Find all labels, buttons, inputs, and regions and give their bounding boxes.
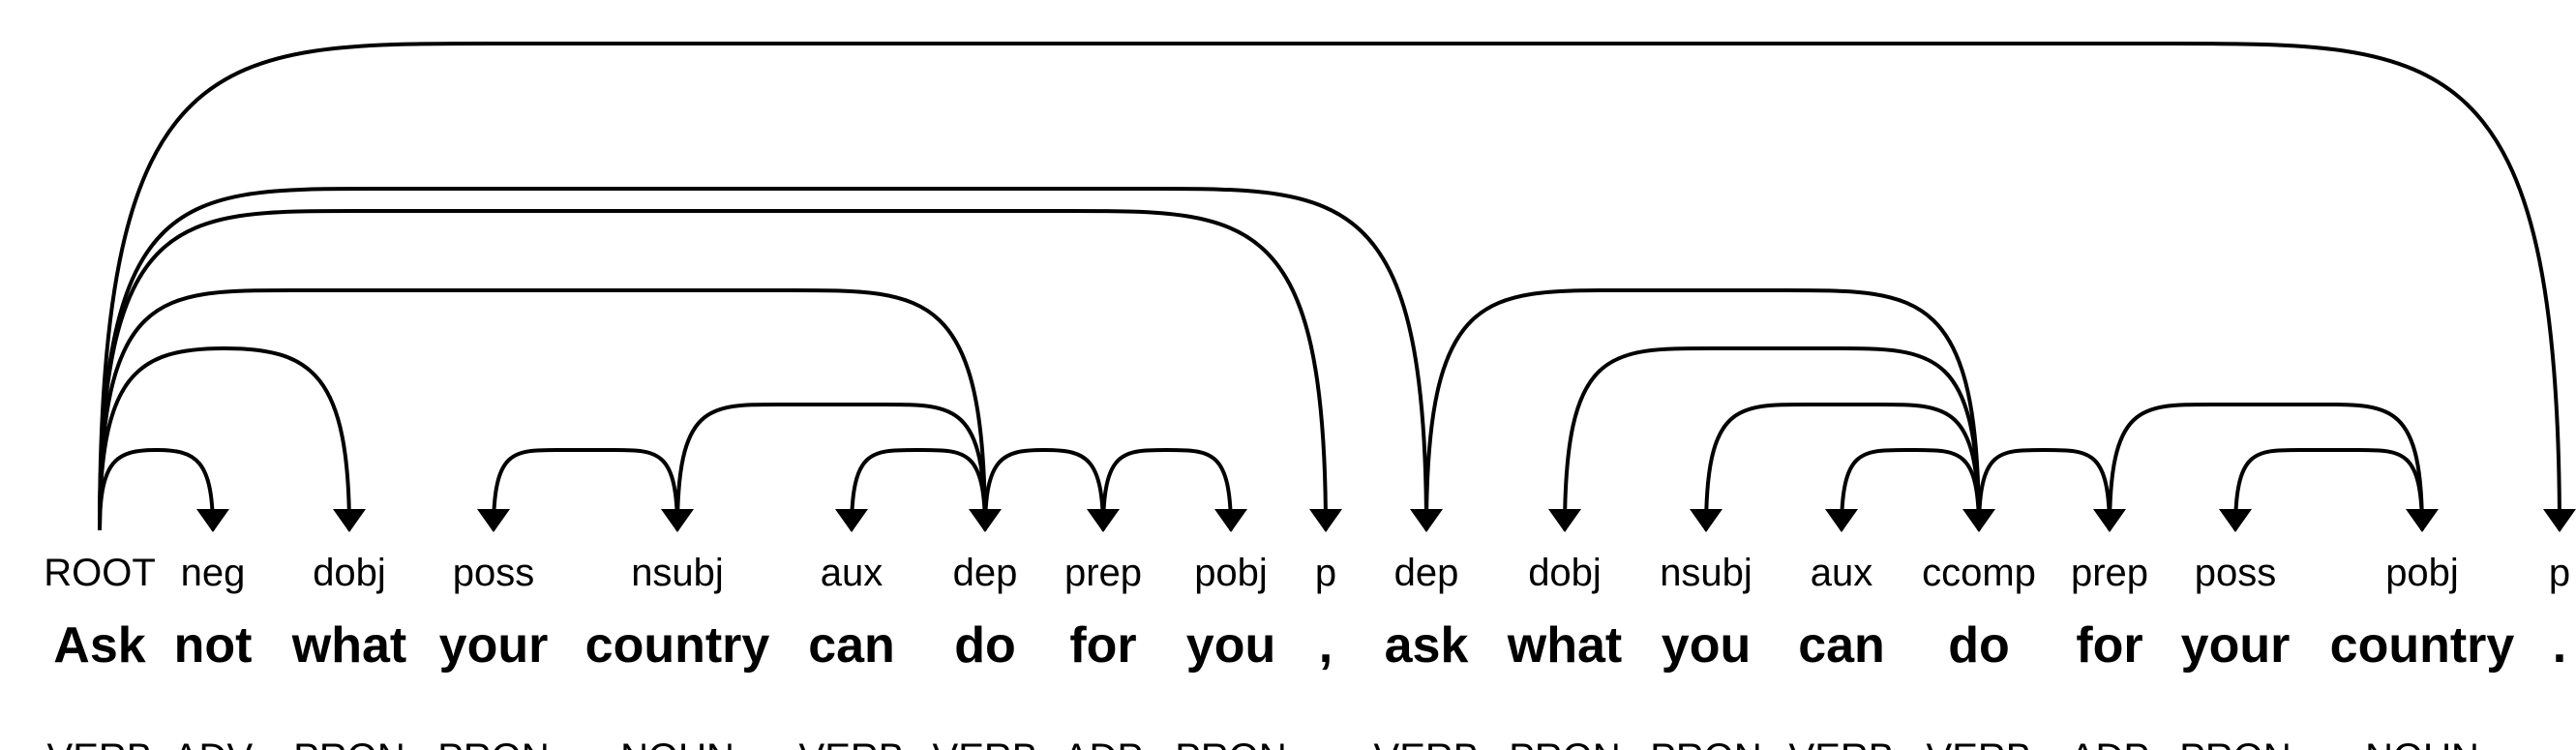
arrowhead-13 [1825, 509, 1858, 532]
dep-arc-dobj-14-11 [1548, 346, 1981, 532]
word-15: for [2076, 617, 2143, 674]
word-3: your [438, 617, 549, 674]
dep-label-4: nsubj [631, 552, 724, 594]
pos-tag-15: ADP [2070, 738, 2149, 750]
dep-label-18: p [2548, 552, 2571, 594]
word-5: can [808, 617, 895, 674]
pos-tag-0: VERB [47, 738, 153, 750]
dep-arc-prep-14-15 [1977, 448, 2126, 532]
dep-label-3: poss [452, 552, 535, 594]
dep-arc-dep-0-6 [98, 288, 1002, 532]
word-0: Ask [53, 617, 146, 674]
dep-label-0: ROOT [44, 552, 156, 594]
dep-label-5: aux [820, 552, 884, 594]
pos-tag-16: PRON [2179, 738, 2291, 750]
dep-arc-prep-6-7 [983, 447, 1120, 532]
dep-arc-ccomp-10-14 [1424, 288, 1995, 532]
dep-label-2: dobj [313, 552, 386, 594]
dep-label-1: neg [180, 552, 246, 594]
arrowhead-11 [1548, 509, 1581, 532]
dep-label-17: pobj [2385, 552, 2459, 594]
dep-arc-poss-17-16 [2219, 448, 2424, 532]
dep-arc-pobj-7-8 [1101, 447, 1247, 532]
word-4: country [584, 617, 770, 674]
dep-label-6: dep [952, 552, 1018, 594]
pos-tag-4: NOUN [620, 738, 734, 750]
pos-tag-1: ADV [173, 738, 253, 750]
dep-label-9: p [1314, 552, 1337, 594]
word-12: you [1661, 617, 1752, 674]
pos-tag-18: . [2554, 738, 2564, 750]
arrowhead-3 [477, 509, 510, 532]
dep-label-12: nsubj [1660, 552, 1752, 594]
dep-label-16: poss [2194, 552, 2277, 594]
pos-tag-8: PRON [1175, 738, 1287, 750]
word-10: ask [1384, 617, 1469, 674]
word-9: , [1318, 617, 1333, 674]
word-1: not [173, 617, 253, 674]
dep-label-13: aux [1810, 552, 1873, 594]
word-13: can [1798, 617, 1885, 674]
word-2: what [291, 617, 407, 674]
dep-arc-neg-0-1 [98, 447, 229, 532]
dep-arc-pobj-15-17 [2108, 403, 2439, 532]
dep-arc-nsubj-6-4 [661, 403, 987, 532]
word-7: for [1069, 617, 1137, 674]
arrowhead-17 [2406, 509, 2439, 532]
dep-label-14: ccomp [1922, 552, 2036, 594]
pos-tag-10: VERB [1374, 738, 1480, 750]
word-17: country [2329, 617, 2515, 674]
dep-label-10: dep [1393, 552, 1459, 594]
arrowhead-9 [1309, 509, 1342, 532]
dep-arc-dobj-0-2 [98, 345, 366, 532]
arrowhead-16 [2219, 509, 2252, 532]
dep-arc-p-0-9 [98, 209, 1342, 532]
pos-tag-3: PRON [437, 738, 550, 750]
pos-tag-12: PRON [1650, 738, 1762, 750]
dep-label-7: prep [1063, 552, 1143, 594]
dep-arc-p-0-18 [98, 42, 2576, 532]
pos-tag-5: VERB [799, 738, 905, 750]
dep-arc-aux-6-5 [835, 448, 987, 532]
word-6: do [954, 617, 1016, 674]
dep-arc-nsubj-14-12 [1690, 403, 1981, 532]
pos-tag-2: PRON [293, 738, 405, 750]
arrowhead-4 [661, 509, 694, 532]
pos-tag-7: ADP [1063, 738, 1143, 750]
arrowhead-5 [835, 509, 868, 532]
pos-tag-14: VERB [1927, 738, 2032, 750]
dep-label-15: prep [2070, 552, 2149, 594]
arrowhead-12 [1690, 509, 1722, 532]
pos-tag-17: NOUN [2365, 738, 2479, 750]
dep-arc-dep-0-10 [98, 187, 1443, 532]
word-14: do [1948, 617, 2010, 674]
pos-tag-11: PRON [1509, 738, 1621, 750]
dep-label-8: pobj [1194, 552, 1268, 594]
arrowhead-1 [196, 509, 229, 532]
pos-tag-6: VERB [933, 738, 1038, 750]
dep-label-11: dobj [1528, 552, 1602, 594]
pos-tag-13: VERB [1789, 738, 1895, 750]
arrowhead-18 [2543, 509, 2576, 532]
word-11: what [1507, 617, 1623, 674]
pos-tag-9: . [1320, 738, 1331, 750]
word-8: you [1185, 617, 1276, 674]
arrowhead-8 [1214, 509, 1247, 532]
word-16: your [2180, 617, 2291, 674]
dep-arc-poss-4-3 [477, 448, 679, 532]
word-18: . [2552, 617, 2567, 674]
arrowhead-2 [333, 509, 366, 532]
dep-arc-aux-14-13 [1825, 448, 1981, 532]
